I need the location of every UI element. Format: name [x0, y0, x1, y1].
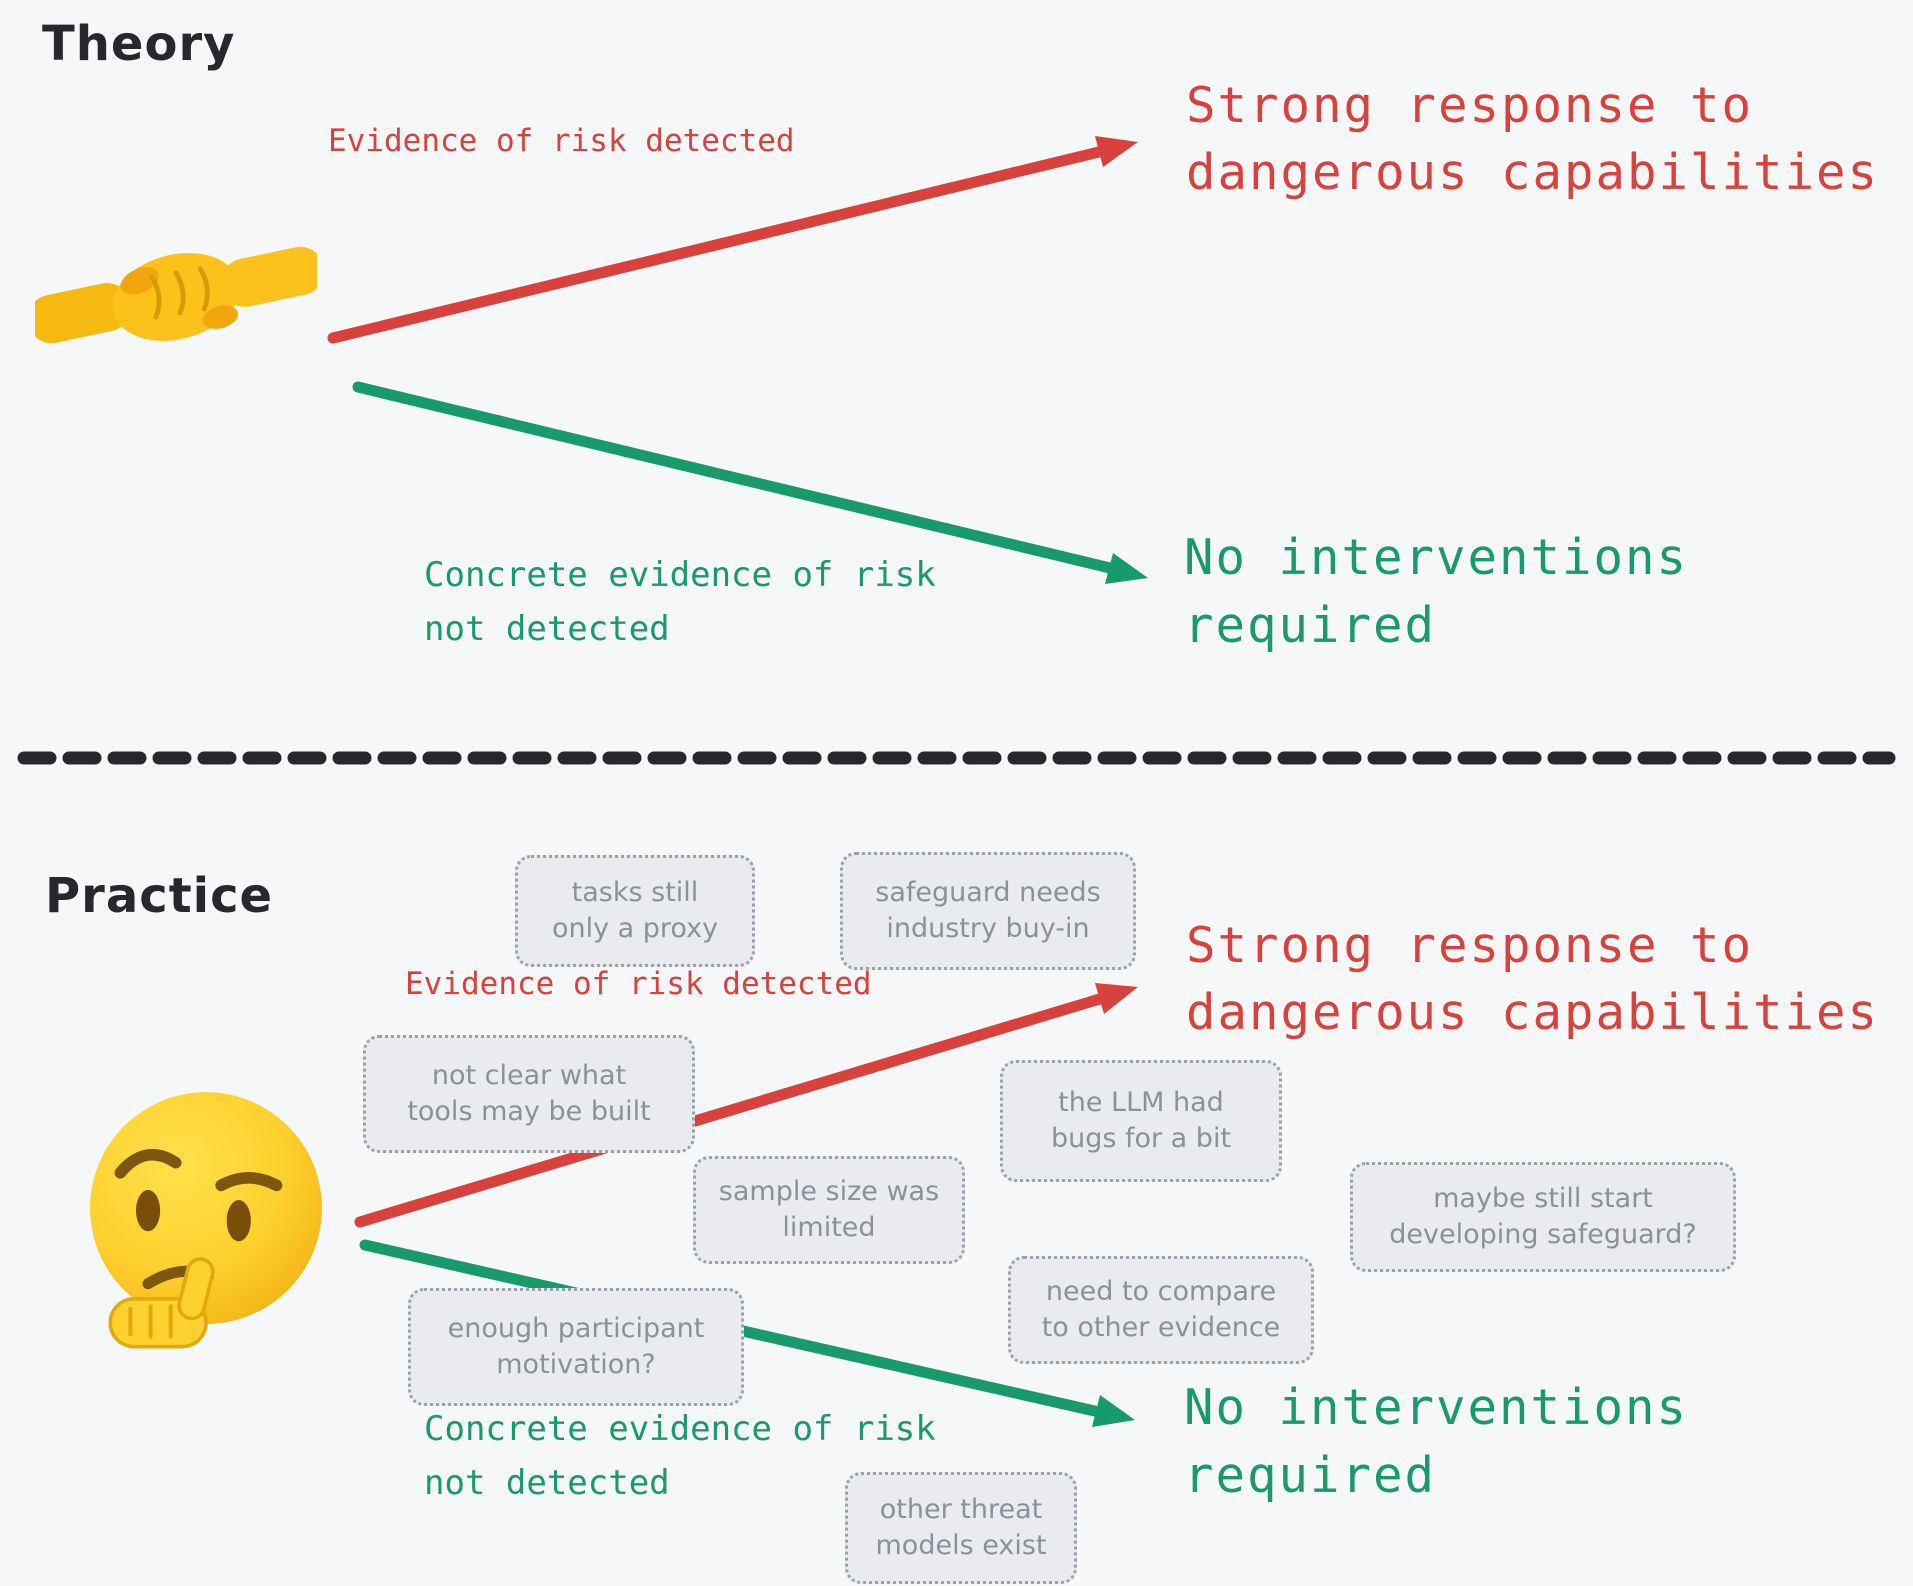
theory-safe-heading: No interventions required — [1184, 529, 1689, 654]
note-tasks-proxy: tasks still only a proxy — [515, 855, 755, 967]
thinking-face-icon — [90, 1092, 322, 1349]
note-compare-evidence: need to compare to other evidence — [1008, 1256, 1314, 1364]
theory-risk-label: Evidence of risk detected — [328, 123, 795, 159]
note-other-threat-models: other threat models exist — [845, 1472, 1077, 1584]
note-participant-motivation: enough participant motivation? — [408, 1288, 744, 1406]
handshake-icon — [35, 246, 317, 344]
note-llm-bugs: the LLM had bugs for a bit — [1000, 1060, 1282, 1182]
practice-title: Practice — [45, 868, 274, 924]
theory-safe-label: Concrete evidence of risk not detected — [424, 555, 936, 649]
theory-title: Theory — [42, 16, 236, 72]
thinking-hand — [108, 1257, 215, 1349]
note-sample-size: sample size was limited — [693, 1156, 965, 1264]
risk-arrow-theory — [327, 136, 1138, 344]
note-maybe-safeguard: maybe still start developing safeguard? — [1350, 1162, 1736, 1272]
practice-safe-label: Concrete evidence of risk not detected — [424, 1409, 936, 1503]
practice-safe-heading: No interventions required — [1184, 1379, 1689, 1504]
theory-risk-heading: Strong response to dangerous capabilitie… — [1186, 77, 1880, 201]
note-not-clear-tools: not clear what tools may be built — [363, 1035, 695, 1153]
note-safeguard-buyin: safeguard needs industry buy-in — [840, 852, 1136, 970]
practice-risk-heading: Strong response to dangerous capabilitie… — [1186, 917, 1880, 1041]
practice-risk-label: Evidence of risk detected — [405, 966, 872, 1002]
